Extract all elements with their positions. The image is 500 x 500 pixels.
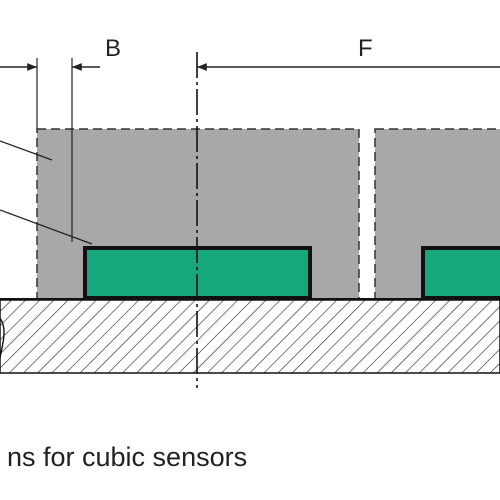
- leader-line-sensor-face: [0, 209, 93, 245]
- base-break-mark: [0, 317, 5, 359]
- figure-caption: ns for cubic sensors: [7, 442, 247, 472]
- leader-line-sensing-zone: [0, 140, 53, 161]
- dimension-f-label: F: [358, 35, 373, 62]
- sensor-face-right: [421, 246, 500, 300]
- dimension-b-label: B: [105, 35, 121, 62]
- mounting-base-hatched: [0, 299, 500, 374]
